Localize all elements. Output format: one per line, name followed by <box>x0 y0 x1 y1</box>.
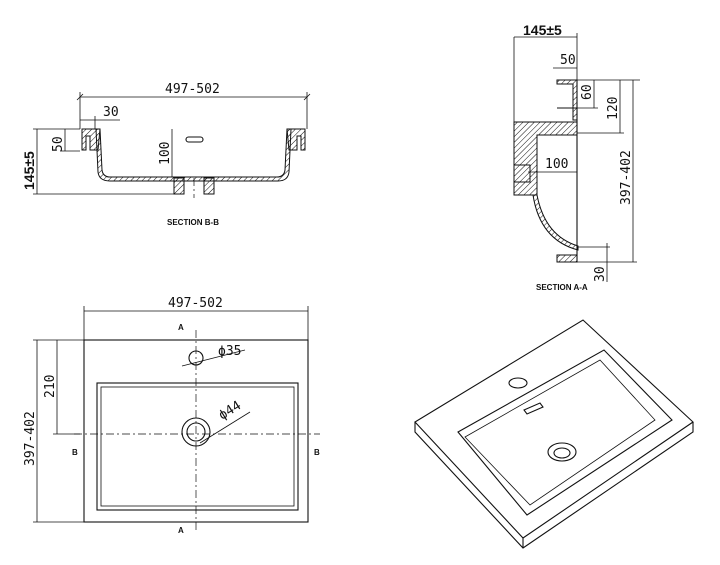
dim-aa-height: 145±5 <box>523 22 562 38</box>
cut-b-right: B <box>314 448 320 457</box>
dim-depth: 100 <box>158 142 173 165</box>
dim-60: 60 <box>580 84 595 100</box>
cut-a-bottom: A <box>178 526 184 535</box>
dim-aa-rim: 50 <box>560 53 576 68</box>
dim-30: 30 <box>593 266 608 282</box>
section-b-b: 497-502 30 50 145±5 100 SECTION B-B <box>21 82 311 227</box>
dim-width: 497-502 <box>165 82 220 97</box>
dim-100: 100 <box>545 157 568 172</box>
cut-a-top: A <box>178 323 184 332</box>
dim-120: 120 <box>606 97 621 120</box>
isometric-view <box>414 319 694 549</box>
dim-rim: 30 <box>103 105 119 120</box>
cut-b-left: B <box>72 448 78 457</box>
drain-dim: ϕ44 <box>216 398 244 423</box>
dim-rim-height: 50 <box>51 136 66 152</box>
section-b-b-title: SECTION B-B <box>167 218 219 227</box>
tap-hole-dim: ϕ35 <box>218 344 241 359</box>
dim-total-height: 145±5 <box>21 151 37 190</box>
plan-width: 497-502 <box>168 296 223 311</box>
dim-aa-length: 397-402 <box>619 150 634 205</box>
plan-view: ϕ35 ϕ44 497-502 397-402 210 A A B B <box>23 296 320 535</box>
plan-tap-offset: 210 <box>43 375 58 398</box>
plan-length: 397-402 <box>23 411 38 466</box>
section-a-a-title: SECTION A-A <box>536 283 588 292</box>
section-a-a: 145±5 50 60 120 397-402 30 100 SECTION A… <box>513 22 640 292</box>
